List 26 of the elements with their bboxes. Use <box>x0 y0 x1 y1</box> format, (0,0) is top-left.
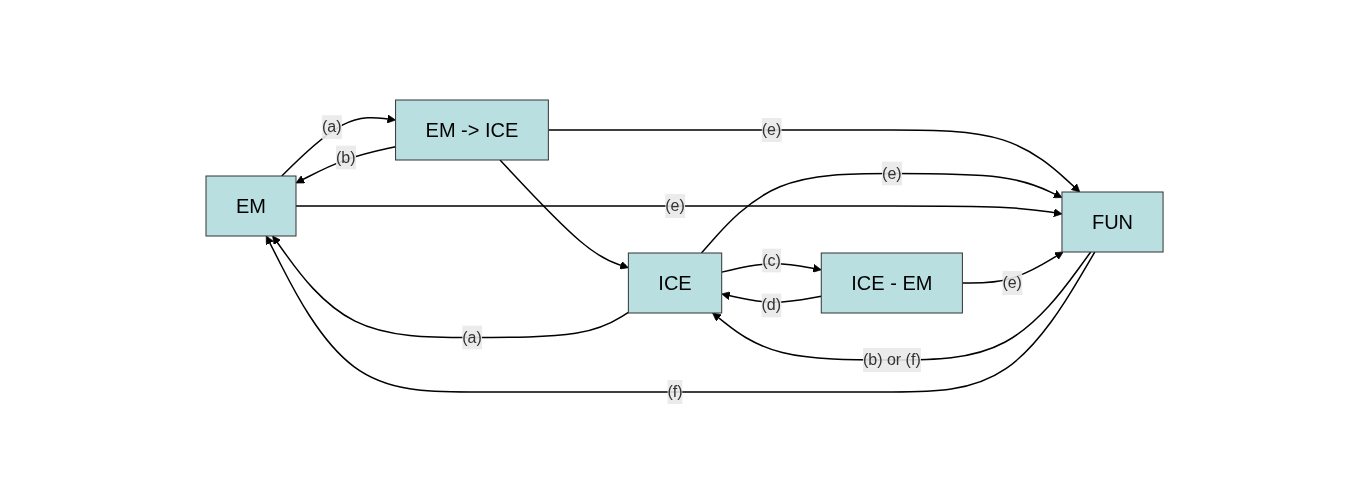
edge-label: (e) <box>882 164 902 181</box>
edge-label: (a) <box>462 328 482 345</box>
arrow <box>547 128 1081 192</box>
edge-label: (d) <box>761 295 781 313</box>
arrow <box>700 172 1063 254</box>
arrow <box>265 235 1096 393</box>
node-box: ICE - EM <box>820 252 963 313</box>
edge-label: (e) <box>665 196 685 214</box>
node-box: FUN <box>1061 191 1164 252</box>
arrow <box>961 251 1064 284</box>
arrow <box>280 114 396 177</box>
arrow <box>499 158 629 269</box>
node-box: EM -> ICE <box>395 99 549 160</box>
arrow <box>272 235 630 338</box>
edge-label: (e) <box>761 120 782 138</box>
node-box: EM <box>205 175 297 236</box>
arrow <box>295 145 397 183</box>
arrow <box>295 204 1063 217</box>
arrow <box>712 250 1092 361</box>
edge-label: (f) <box>667 382 683 400</box>
edge-label: (a) <box>321 117 342 135</box>
edge-label: (b) <box>335 148 356 165</box>
edge-label: (b) or (f) <box>862 350 921 368</box>
edge-label: (e) <box>1002 273 1022 291</box>
edge-label: (c) <box>762 251 781 268</box>
node-box: ICE <box>627 252 723 313</box>
